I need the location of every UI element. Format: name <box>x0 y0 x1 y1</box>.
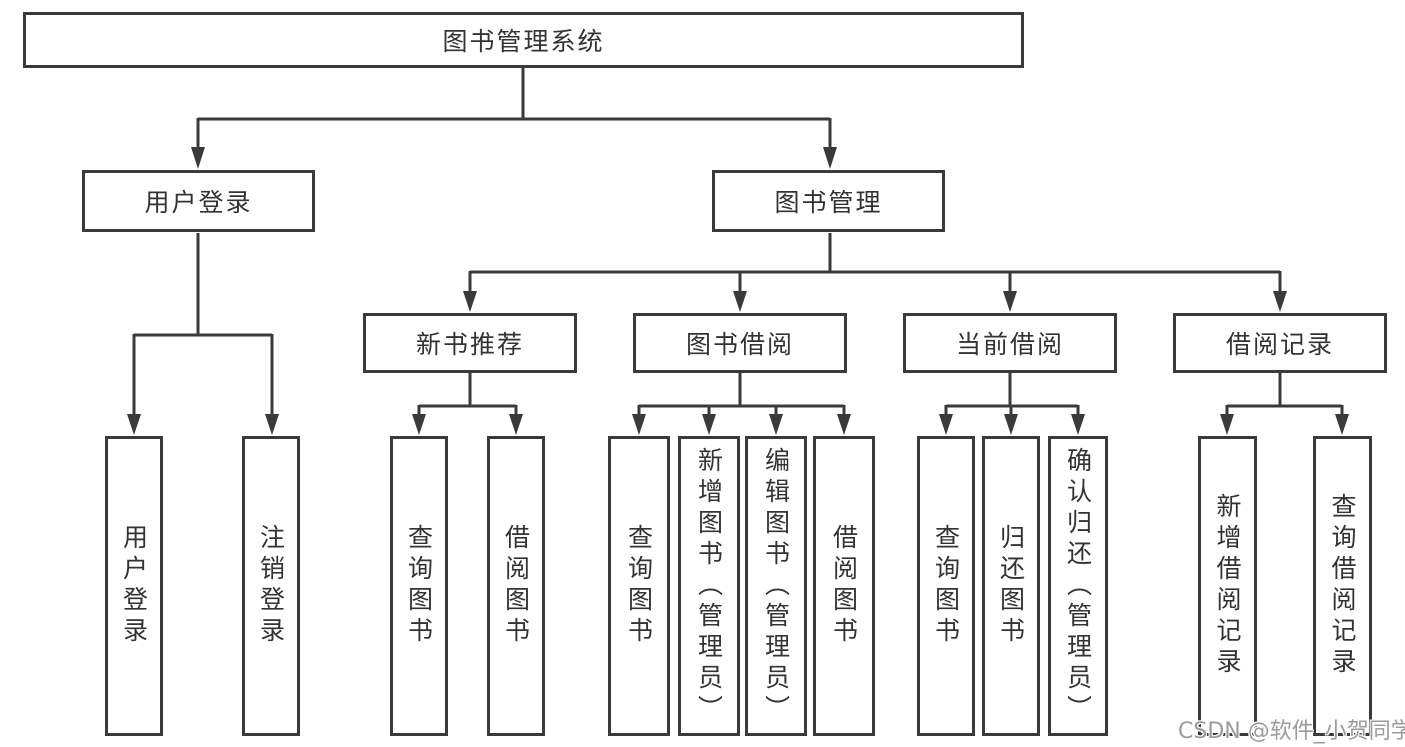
node-label: 借阅记录 <box>1225 330 1334 359</box>
node-library-management-system: 图书管理系统 <box>23 12 1024 68</box>
node-label: 当前借阅 <box>955 330 1064 359</box>
leaf-nb-query-books: 查询图书 <box>390 436 448 736</box>
leaf-label: 查询图书 <box>624 524 654 648</box>
node-label: 图书管理 <box>774 188 883 217</box>
leaf-label: 确认归还（管理员） <box>1063 446 1093 726</box>
leaf-br-add-borrow-record: 新增借阅记录 <box>1198 436 1257 736</box>
leaf-bb-edit-books-admin: 编辑图书（管理员） <box>745 436 807 736</box>
leaf-label: 借阅图书 <box>829 524 859 648</box>
node-label: 图书管理系统 <box>442 27 605 56</box>
leaf-bb-add-books-admin: 新增图书（管理员） <box>678 436 740 736</box>
node-current-borrow: 当前借阅 <box>903 313 1117 373</box>
leaf-label: 查询借阅记录 <box>1328 493 1357 679</box>
leaf-cb-query-books: 查询图书 <box>917 436 975 736</box>
csdn-watermark: CSDN @软件_小贺同学 <box>1178 719 1405 744</box>
leaf-label: 用户登录 <box>119 524 149 648</box>
leaf-user-login: 用户登录 <box>105 436 163 736</box>
leaf-label: 注销登录 <box>256 524 286 648</box>
leaf-cb-confirm-return-admin: 确认归还（管理员） <box>1048 436 1108 736</box>
node-book-management: 图书管理 <box>712 170 945 232</box>
node-label: 新书推荐 <box>415 330 524 359</box>
leaf-bb-borrow-books: 借阅图书 <box>813 436 875 736</box>
leaf-label: 查询图书 <box>404 524 434 648</box>
node-label: 图书借阅 <box>685 330 794 359</box>
leaf-label: 查询图书 <box>931 524 961 648</box>
node-label: 用户登录 <box>144 188 253 217</box>
leaf-bb-query-books: 查询图书 <box>608 436 670 736</box>
leaf-label: 归还图书 <box>996 524 1026 648</box>
node-borrow-record: 借阅记录 <box>1173 313 1387 373</box>
leaf-label: 新增借阅记录 <box>1213 493 1242 679</box>
node-book-borrow: 图书借阅 <box>633 313 847 373</box>
leaf-label: 新增图书（管理员） <box>694 446 724 726</box>
leaf-br-query-borrow-record: 查询借阅记录 <box>1313 436 1372 736</box>
node-new-book-recommend: 新书推荐 <box>363 313 577 373</box>
leaf-label: 编辑图书（管理员） <box>761 446 791 726</box>
leaf-nb-borrow-books: 借阅图书 <box>487 436 545 736</box>
leaf-logout: 注销登录 <box>242 436 300 736</box>
leaf-label: 借阅图书 <box>501 524 531 648</box>
node-user-login: 用户登录 <box>82 170 315 232</box>
leaf-cb-return-books: 归还图书 <box>982 436 1040 736</box>
